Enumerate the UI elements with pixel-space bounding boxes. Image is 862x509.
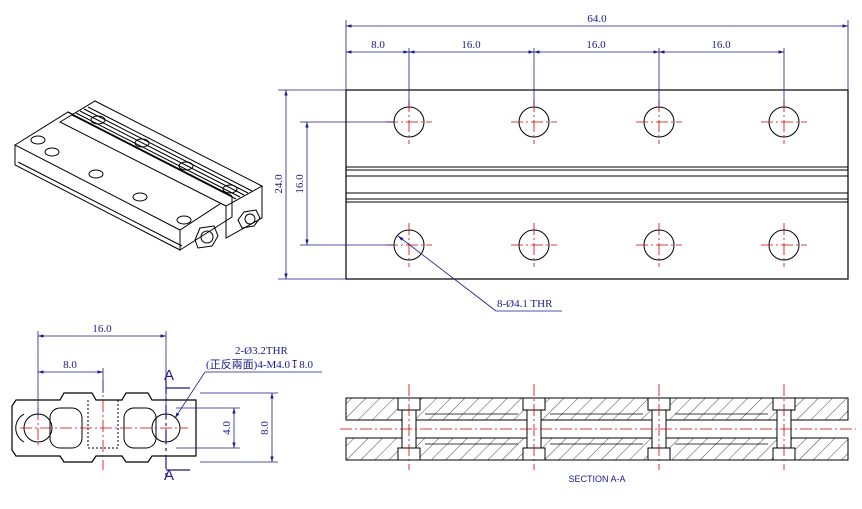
section-marker-top: A (164, 367, 174, 384)
top-dimensions (278, 20, 849, 312)
end-hole-callout-1: 2-Ø3.2THR (235, 345, 289, 357)
dim-spacing-4: 16.0 (711, 39, 731, 51)
hole-callout: 8-Ø4.1 THR (497, 298, 553, 310)
end-dim-width: 16.0 (92, 323, 112, 335)
section-marker-bottom: A (164, 467, 174, 484)
dim-row-spacing: 16.0 (294, 174, 306, 194)
dim-overall-width: 24.0 (273, 174, 285, 194)
end-hole-callout-2: (正反兩面)4-M4.0↧8.0 (206, 358, 313, 371)
section-view: SECTION A-A (340, 384, 856, 484)
rail-outline (345, 89, 849, 280)
dim-spacing-3: 16.0 (586, 39, 606, 51)
section-title: SECTION A-A (568, 474, 625, 484)
centerlines (386, 100, 807, 267)
end-dim-height-outer: 8.0 (259, 421, 271, 435)
dim-overall-length: 64.0 (587, 13, 607, 25)
dim-spacing-1: 8.0 (371, 39, 385, 51)
dim-spacing-2: 16.0 (461, 39, 481, 51)
end-view: A A 16.0 8.0 4.0 8.0 2-Ø3.2THR (正反兩面)4-M… (11, 323, 322, 484)
isometric-view (13, 100, 264, 251)
end-dim-height-inner: 4.0 (221, 421, 233, 435)
top-view: 64.0 8.0 16.0 16.0 16.0 24.0 16.0 8-Ø4.1… (273, 13, 849, 312)
end-dim-offset: 8.0 (63, 359, 77, 371)
